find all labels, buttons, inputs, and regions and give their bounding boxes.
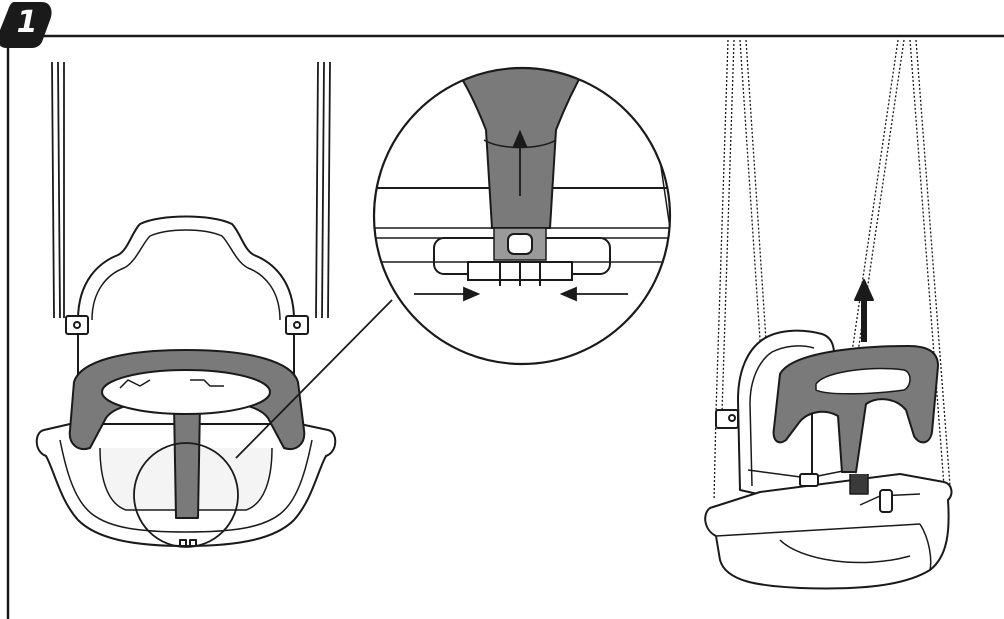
front-view-swing xyxy=(35,61,337,548)
detail-zoom xyxy=(372,66,672,366)
detail-arrows xyxy=(414,129,628,302)
raise-arrow xyxy=(854,279,874,342)
front-detail-circle xyxy=(133,442,239,548)
frame-border xyxy=(6,34,1004,619)
front-backrest xyxy=(77,215,295,391)
side-view-swing xyxy=(704,39,953,590)
step-number: 1 xyxy=(16,5,38,40)
front-ropes xyxy=(51,61,331,319)
detail-connector-line xyxy=(235,299,393,459)
step-badge-shape xyxy=(0,2,52,48)
